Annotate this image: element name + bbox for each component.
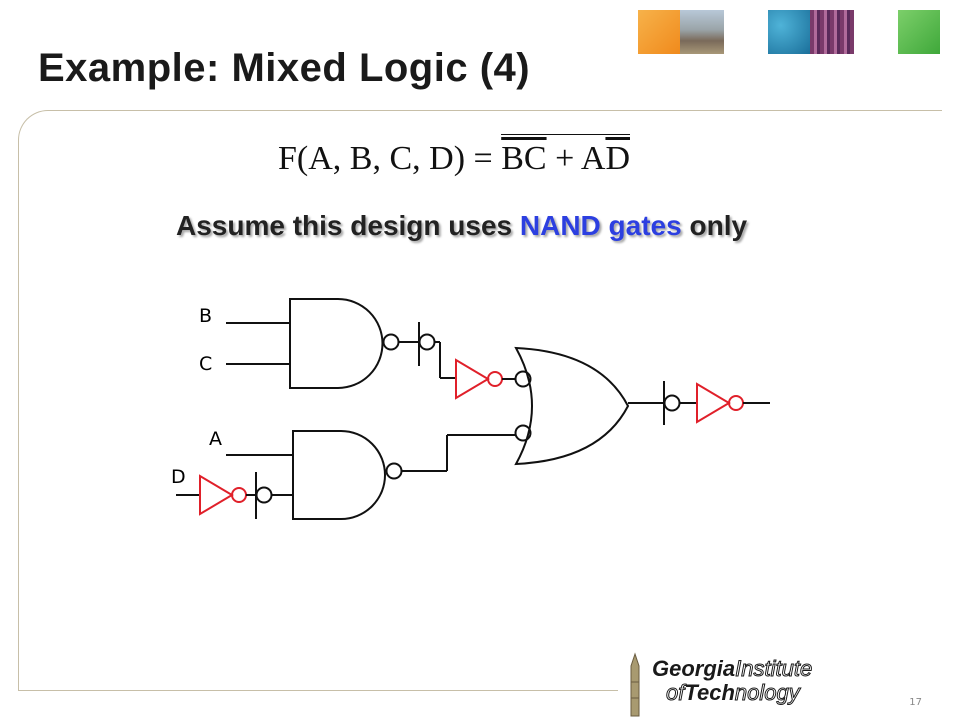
assume-part-1: Assume this design uses bbox=[176, 210, 520, 241]
logo-georgia: Georgia bbox=[652, 656, 736, 681]
equation-outer-bar: BC + AD bbox=[501, 134, 630, 178]
nand-gate-ad bbox=[292, 430, 386, 520]
logo-of: of bbox=[665, 680, 685, 705]
header-tile-green bbox=[898, 10, 940, 54]
logo-nology: nology bbox=[734, 680, 800, 705]
label-c: C bbox=[199, 353, 212, 375]
label-b: B bbox=[199, 305, 212, 327]
header-tile-chip-photo bbox=[810, 10, 854, 54]
logo-institute: Institute bbox=[735, 656, 813, 681]
inverter-out bbox=[696, 382, 731, 424]
georgia-tech-logo: GeorgiaInstitute ofTechnology bbox=[612, 652, 832, 718]
equation-term-bc: BC bbox=[501, 140, 547, 177]
nand-gate-bc bbox=[289, 298, 384, 389]
boolean-equation: F(A, B, C, D) = BC + AD bbox=[278, 134, 630, 178]
tech-tower-icon bbox=[630, 652, 640, 717]
content-frame bbox=[18, 110, 942, 690]
assumption-text: Assume this design uses NAND gates only bbox=[176, 210, 747, 242]
logo-tech: Tech bbox=[684, 680, 735, 705]
label-a: A bbox=[209, 428, 222, 450]
header-tile-orange bbox=[638, 10, 680, 54]
inverter-1 bbox=[455, 358, 490, 400]
or-gate bbox=[514, 346, 630, 466]
assume-part-2: only bbox=[681, 210, 748, 241]
equation-plus: + bbox=[555, 140, 575, 177]
equation-prefix: F(A, B, C, D) = bbox=[278, 140, 493, 177]
equation-term-d: D bbox=[605, 140, 630, 177]
nand-bc-bubble bbox=[382, 333, 400, 351]
slide-title: Example: Mixed Logic (4) bbox=[38, 46, 531, 90]
header-tile-campus-photo bbox=[680, 10, 724, 54]
inverter-d bbox=[199, 474, 234, 516]
label-d: D bbox=[171, 466, 186, 488]
header-tile-teal bbox=[768, 10, 810, 54]
assume-highlight: NAND gates bbox=[519, 210, 682, 241]
page-number: 17 bbox=[909, 697, 922, 708]
content-frame-bottom bbox=[18, 690, 618, 691]
equation-term-a: A bbox=[580, 140, 606, 177]
